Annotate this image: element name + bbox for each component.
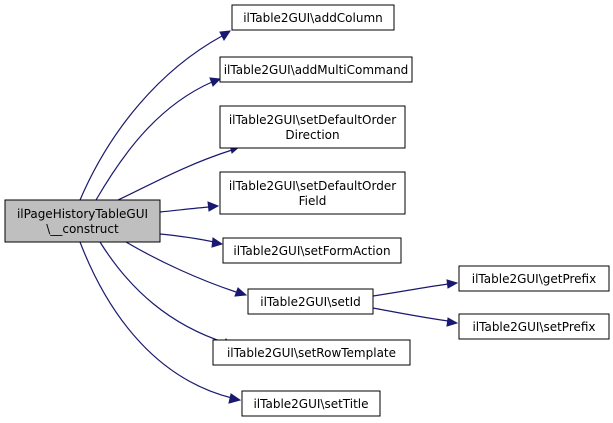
node-setrowtemplate-label: ilTable2GUI\setRowTemplate xyxy=(227,346,396,360)
node-setid-label: ilTable2GUI\setId xyxy=(260,295,361,309)
node-settitle-label: ilTable2GUI\setTitle xyxy=(253,397,368,411)
node-setrowtemplate-box xyxy=(212,339,411,366)
node-addmulticommand-label: ilTable2GUI\addMultiCommand xyxy=(224,63,409,77)
node-root-label-line1: ilPageHistoryTableGUI xyxy=(17,207,148,221)
node-setformaction-box xyxy=(222,237,402,264)
edge-root-setdefaultorderdirection xyxy=(117,149,233,201)
node-setformaction-label: ilTable2GUI\setFormAction xyxy=(233,244,390,258)
node-setdefaultorderdirection-box xyxy=(219,105,406,149)
edge-root-settitle-arrow xyxy=(228,393,242,404)
edge-root-addcolumn-arrow xyxy=(219,30,232,41)
node-addcolumn-box xyxy=(231,4,395,31)
node-getprefix-label: ilTable2GUI\getPrefix xyxy=(472,272,596,286)
node-addmulticommand[interactable]: ilTable2GUI\addMultiCommand xyxy=(219,56,413,83)
edge-root-addmulticommand-arrow xyxy=(209,77,222,87)
edge-root-setdefaultorderfield xyxy=(159,206,211,213)
node-setdefaultorderfield[interactable]: ilTable2GUI\setDefaultOrder Field xyxy=(219,171,406,215)
edge-setid-getprefix-arrow xyxy=(446,279,459,289)
edge-root-setformaction-arrow xyxy=(211,237,224,248)
node-root[interactable]: ilPageHistoryTableGUI \__construct xyxy=(4,199,161,243)
node-setformaction[interactable]: ilTable2GUI\setFormAction xyxy=(222,237,402,264)
node-addcolumn[interactable]: ilTable2GUI\addColumn xyxy=(231,4,395,31)
node-setdefaultorderdirection[interactable]: ilTable2GUI\setDefaultOrder Direction xyxy=(219,105,406,149)
node-root-label-line2: \__construct xyxy=(46,222,119,236)
node-setrowtemplate[interactable]: ilTable2GUI\setRowTemplate xyxy=(212,339,411,366)
edge-root-setrowtemplate xyxy=(99,241,227,344)
edge-root-addmulticommand xyxy=(95,81,213,201)
edge-root-setdefaultorderfield-arrow xyxy=(207,201,220,212)
edge-root-setid xyxy=(125,241,237,293)
node-getprefix-box xyxy=(458,265,610,292)
node-setprefix-box xyxy=(458,313,610,340)
node-addmulticommand-box xyxy=(219,56,413,83)
node-getprefix[interactable]: ilTable2GUI\getPrefix xyxy=(458,265,610,292)
node-setdefaultorderfield-label-line1: ilTable2GUI\setDefaultOrder xyxy=(229,179,396,193)
edge-setid-getprefix xyxy=(372,283,449,297)
node-setid-box xyxy=(247,288,374,315)
node-setprefix-label: ilTable2GUI\setPrefix xyxy=(472,320,595,334)
node-setdefaultorderfield-box xyxy=(219,171,406,215)
node-setid[interactable]: ilTable2GUI\setId xyxy=(247,288,374,315)
node-addcolumn-label: ilTable2GUI\addColumn xyxy=(243,11,383,25)
node-setdefaultorderdirection-label-line2: Direction xyxy=(285,128,339,142)
edge-setid-setprefix xyxy=(372,307,449,322)
node-root-box xyxy=(4,199,161,243)
node-setdefaultorderdirection-label-line1: ilTable2GUI\setDefaultOrder xyxy=(229,113,396,127)
edge-root-setid-arrow xyxy=(234,287,248,297)
node-setprefix[interactable]: ilTable2GUI\setPrefix xyxy=(458,313,610,340)
edge-root-settitle xyxy=(79,241,233,399)
edges xyxy=(79,30,459,404)
edge-root-addcolumn xyxy=(79,35,223,201)
node-settitle-box xyxy=(241,390,381,417)
node-setdefaultorderfield-label-line2: Field xyxy=(299,194,327,208)
edge-setid-setprefix-arrow xyxy=(446,317,459,327)
edge-root-setformaction xyxy=(159,233,215,243)
node-settitle[interactable]: ilTable2GUI\setTitle xyxy=(241,390,381,417)
